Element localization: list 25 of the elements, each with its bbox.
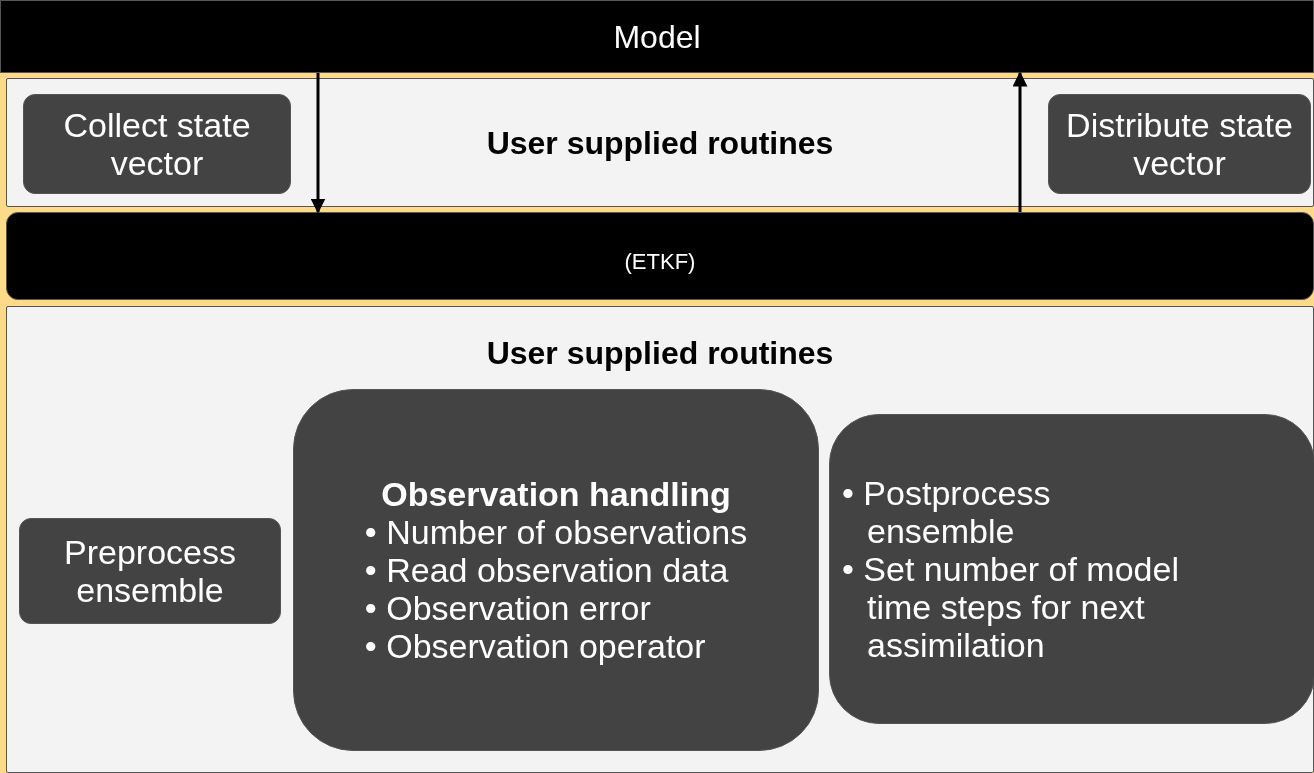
filter-band <box>6 212 1314 300</box>
arrow <box>1012 71 1028 212</box>
list-item: • Observation operator <box>364 627 707 665</box>
list-item: • Observation error <box>364 589 652 627</box>
box-label: Preprocess ensemble <box>63 533 237 609</box>
box-label: Collect state vector <box>62 106 252 182</box>
model-band <box>0 0 1314 73</box>
band-label: Model <box>613 18 701 55</box>
routine-box <box>1048 94 1311 194</box>
routine-box <box>19 518 281 624</box>
routine-box <box>829 414 1314 724</box>
arrow <box>310 73 326 214</box>
list-item: • Postprocess ensemble <box>842 474 1052 550</box>
list-item: • Read observation data <box>364 551 730 589</box>
list-item: • Number of observations <box>364 513 748 551</box>
routine-box <box>293 389 819 751</box>
routine-box <box>23 94 291 194</box>
panel-heading: User supplied routines <box>486 125 834 161</box>
list-item: • Set number of model time steps for next assimilation <box>842 550 1180 664</box>
box-label: Distribute state vector <box>1065 106 1294 182</box>
band-label: (ETKF) <box>624 249 696 275</box>
routines-panel <box>6 306 1314 773</box>
routines-panel <box>6 78 1314 207</box>
panel-heading: User supplied routines <box>486 335 834 371</box>
box-heading: Observation handling <box>381 475 731 513</box>
